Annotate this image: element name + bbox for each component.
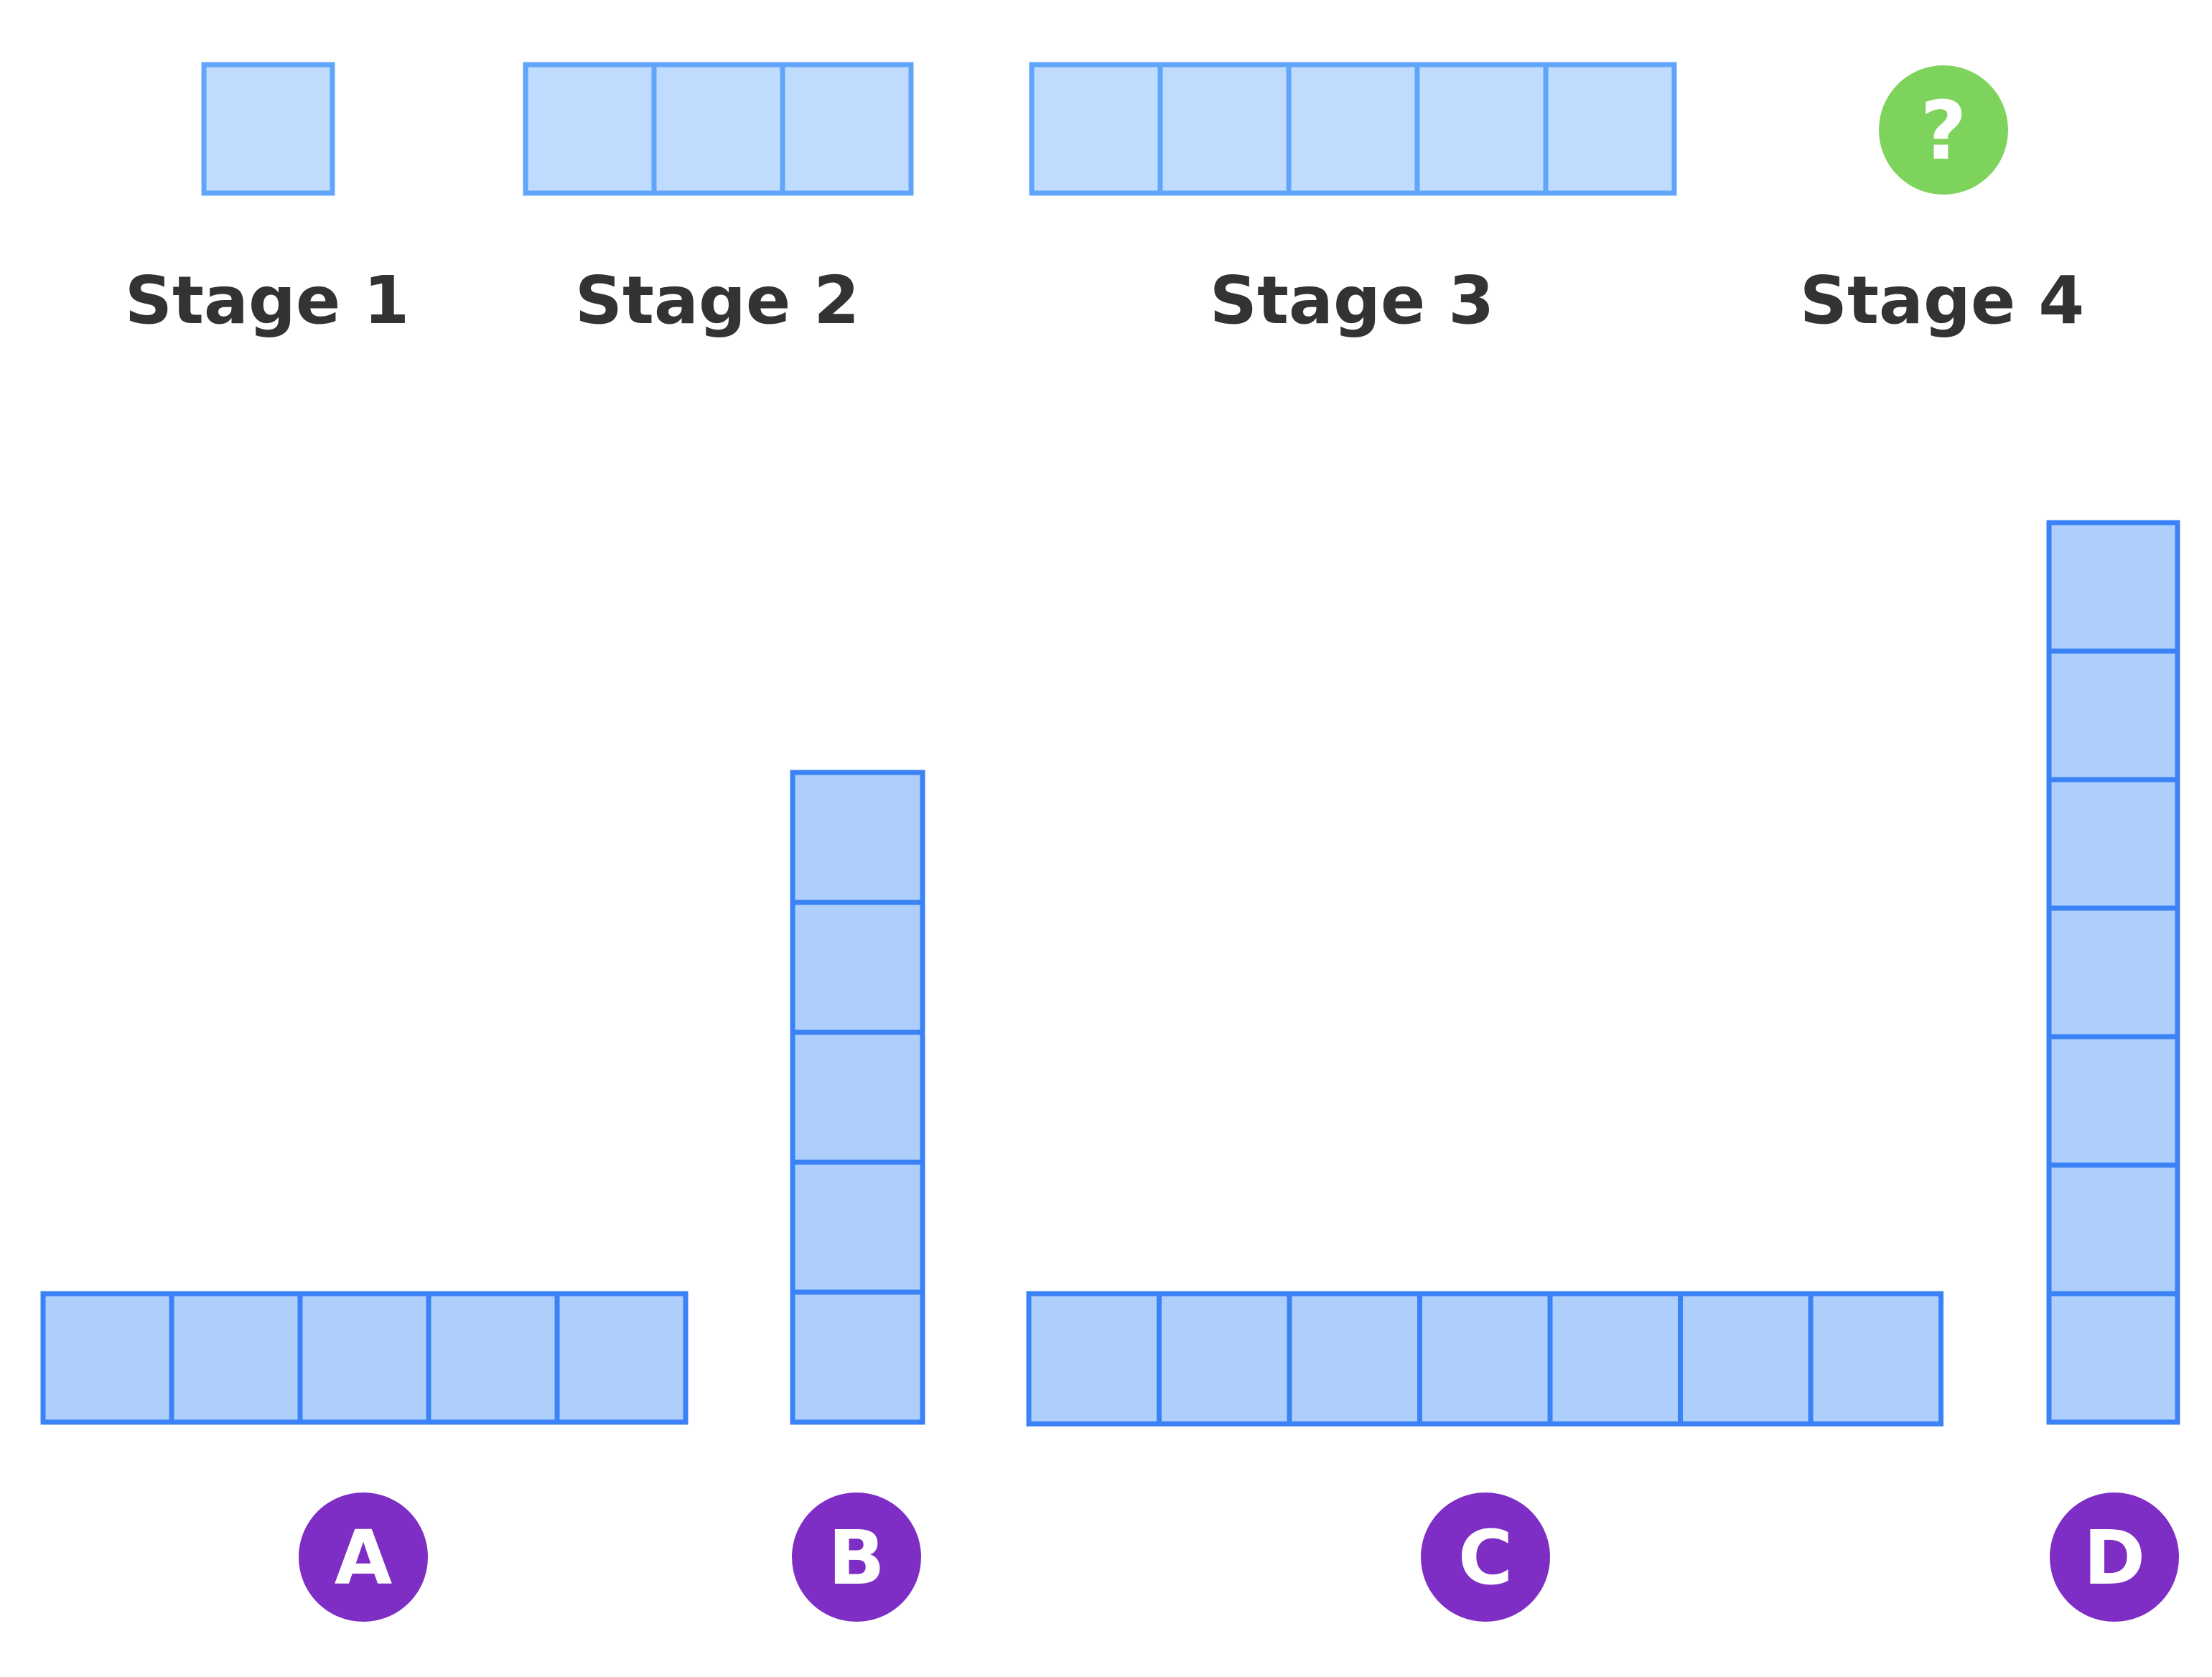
- option-d-badge[interactable]: D: [2050, 1493, 2179, 1622]
- option-d-badge-circle: [2050, 1493, 2179, 1622]
- stage-3-square-2: [1157, 62, 1292, 196]
- option-d-square-6: [2046, 1162, 2180, 1297]
- option-d-square-4: [2046, 905, 2180, 1040]
- stage-4-unknown: ?: [1879, 65, 2008, 195]
- option-b-squares[interactable]: [790, 770, 925, 1425]
- option-a-squares[interactable]: [40, 1291, 689, 1425]
- stage-1-label: Stage 1: [125, 262, 410, 339]
- stage-1-squares: [201, 62, 335, 196]
- stage-2-square-2: [651, 62, 785, 196]
- stage-3-square-3: [1286, 62, 1420, 196]
- stage-2-square-3: [780, 62, 914, 196]
- option-c-square-5: [1547, 1291, 1683, 1426]
- stage-4-label: Stage 4: [1800, 262, 2085, 339]
- option-c-square-2: [1157, 1291, 1292, 1426]
- stage-2-square-1: [523, 62, 657, 196]
- option-b-square-4: [790, 1159, 925, 1295]
- stage-2-squares: [523, 62, 914, 196]
- option-c-square-4: [1417, 1291, 1553, 1426]
- option-d-square-5: [2046, 1034, 2180, 1168]
- option-b-badge[interactable]: B: [792, 1493, 921, 1622]
- stage-3-square-1: [1029, 62, 1163, 196]
- option-b-letter: B: [828, 1514, 885, 1602]
- option-b-badge-circle: [792, 1493, 921, 1622]
- option-a-badge[interactable]: A: [299, 1493, 428, 1622]
- option-d-square-1: [2046, 520, 2180, 654]
- option-b-square-1: [790, 770, 925, 905]
- option-a-square-3: [297, 1291, 431, 1425]
- option-c-square-6: [1678, 1291, 1814, 1426]
- option-c-badge-circle: [1421, 1493, 1550, 1622]
- option-a-square-4: [426, 1291, 560, 1425]
- option-a-badge-circle: [299, 1493, 428, 1622]
- option-c-square-3: [1287, 1291, 1422, 1426]
- option-d-squares[interactable]: [2046, 520, 2180, 1425]
- option-c-badge[interactable]: C: [1421, 1493, 1550, 1622]
- option-a-square-5: [554, 1291, 689, 1425]
- option-c-letter: C: [1458, 1514, 1513, 1602]
- option-b-square-5: [790, 1289, 925, 1425]
- option-b-square-3: [790, 1029, 925, 1165]
- option-d-square-3: [2046, 777, 2180, 911]
- option-c-square-7: [1808, 1291, 1943, 1426]
- question-mark-icon: [1879, 65, 2008, 195]
- option-c-squares[interactable]: [1026, 1291, 1943, 1426]
- option-d-letter: D: [2083, 1514, 2145, 1602]
- option-a-square-1: [40, 1291, 174, 1425]
- option-d-square-2: [2046, 648, 2180, 783]
- option-a-square-2: [169, 1291, 303, 1425]
- question-mark-text: ?: [1921, 85, 1967, 178]
- stage-3-square-5: [1543, 62, 1677, 196]
- option-a-letter: A: [335, 1514, 393, 1602]
- option-b-square-2: [790, 900, 925, 1035]
- stage-1-square-1: [201, 62, 335, 196]
- stage-3-label: Stage 3: [1210, 262, 1495, 339]
- stage-3-square-4: [1414, 62, 1549, 196]
- stage-3-squares: [1029, 62, 1677, 196]
- option-c-square-1: [1026, 1291, 1162, 1426]
- stage-2-label: Stage 2: [575, 262, 860, 339]
- option-d-square-7: [2046, 1291, 2180, 1425]
